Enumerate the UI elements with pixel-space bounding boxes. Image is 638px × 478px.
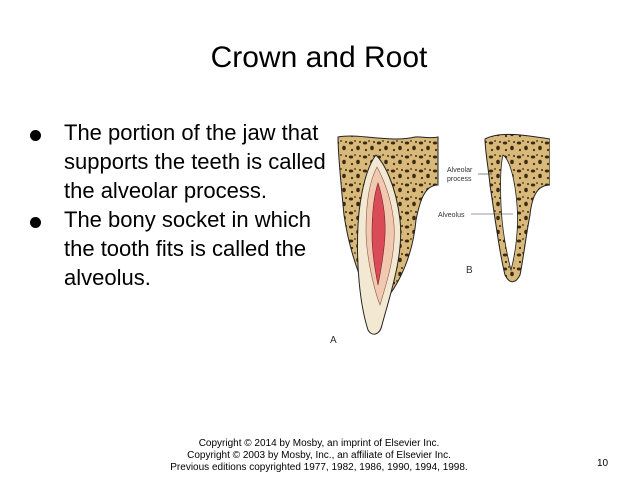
alveolus-label: Alveolus: [438, 212, 465, 219]
bullet-text: The portion of the jaw that supports the…: [64, 120, 326, 203]
bullet-item: The bony socket in which the tooth fits …: [30, 205, 330, 292]
copyright-line: Copyright © 2003 by Mosby, Inc., an affi…: [187, 450, 451, 461]
alveolar-process-label-2: process: [447, 176, 472, 183]
figure-a-tooth: [356, 154, 402, 335]
bullet-item: The portion of the jaw that supports the…: [30, 118, 330, 205]
bullet-text: The bony socket in which the tooth fits …: [64, 207, 312, 290]
slide-title: Crown and Root: [210, 41, 428, 74]
bullet-list: The portion of the jaw that supports the…: [30, 118, 330, 292]
copyright-line: Previous editions copyrighted 1977, 1982…: [170, 462, 468, 473]
figure-b-bone: [484, 133, 550, 283]
alveolar-process-label-1: Alveolar: [447, 167, 473, 174]
figure-b-label: B: [466, 265, 473, 276]
bullet-dot-icon: [30, 217, 41, 228]
copyright-footer: Copyright © 2014 by Mosby, an imprint of…: [0, 438, 638, 474]
page-number: 10: [597, 458, 609, 469]
tooth-illustration: A Alveolar process Alveolus B: [330, 133, 550, 346]
bullet-dot-icon: [30, 130, 41, 141]
figure-a-label: A: [330, 335, 337, 346]
copyright-line: Copyright © 2014 by Mosby, an imprint of…: [198, 438, 440, 449]
